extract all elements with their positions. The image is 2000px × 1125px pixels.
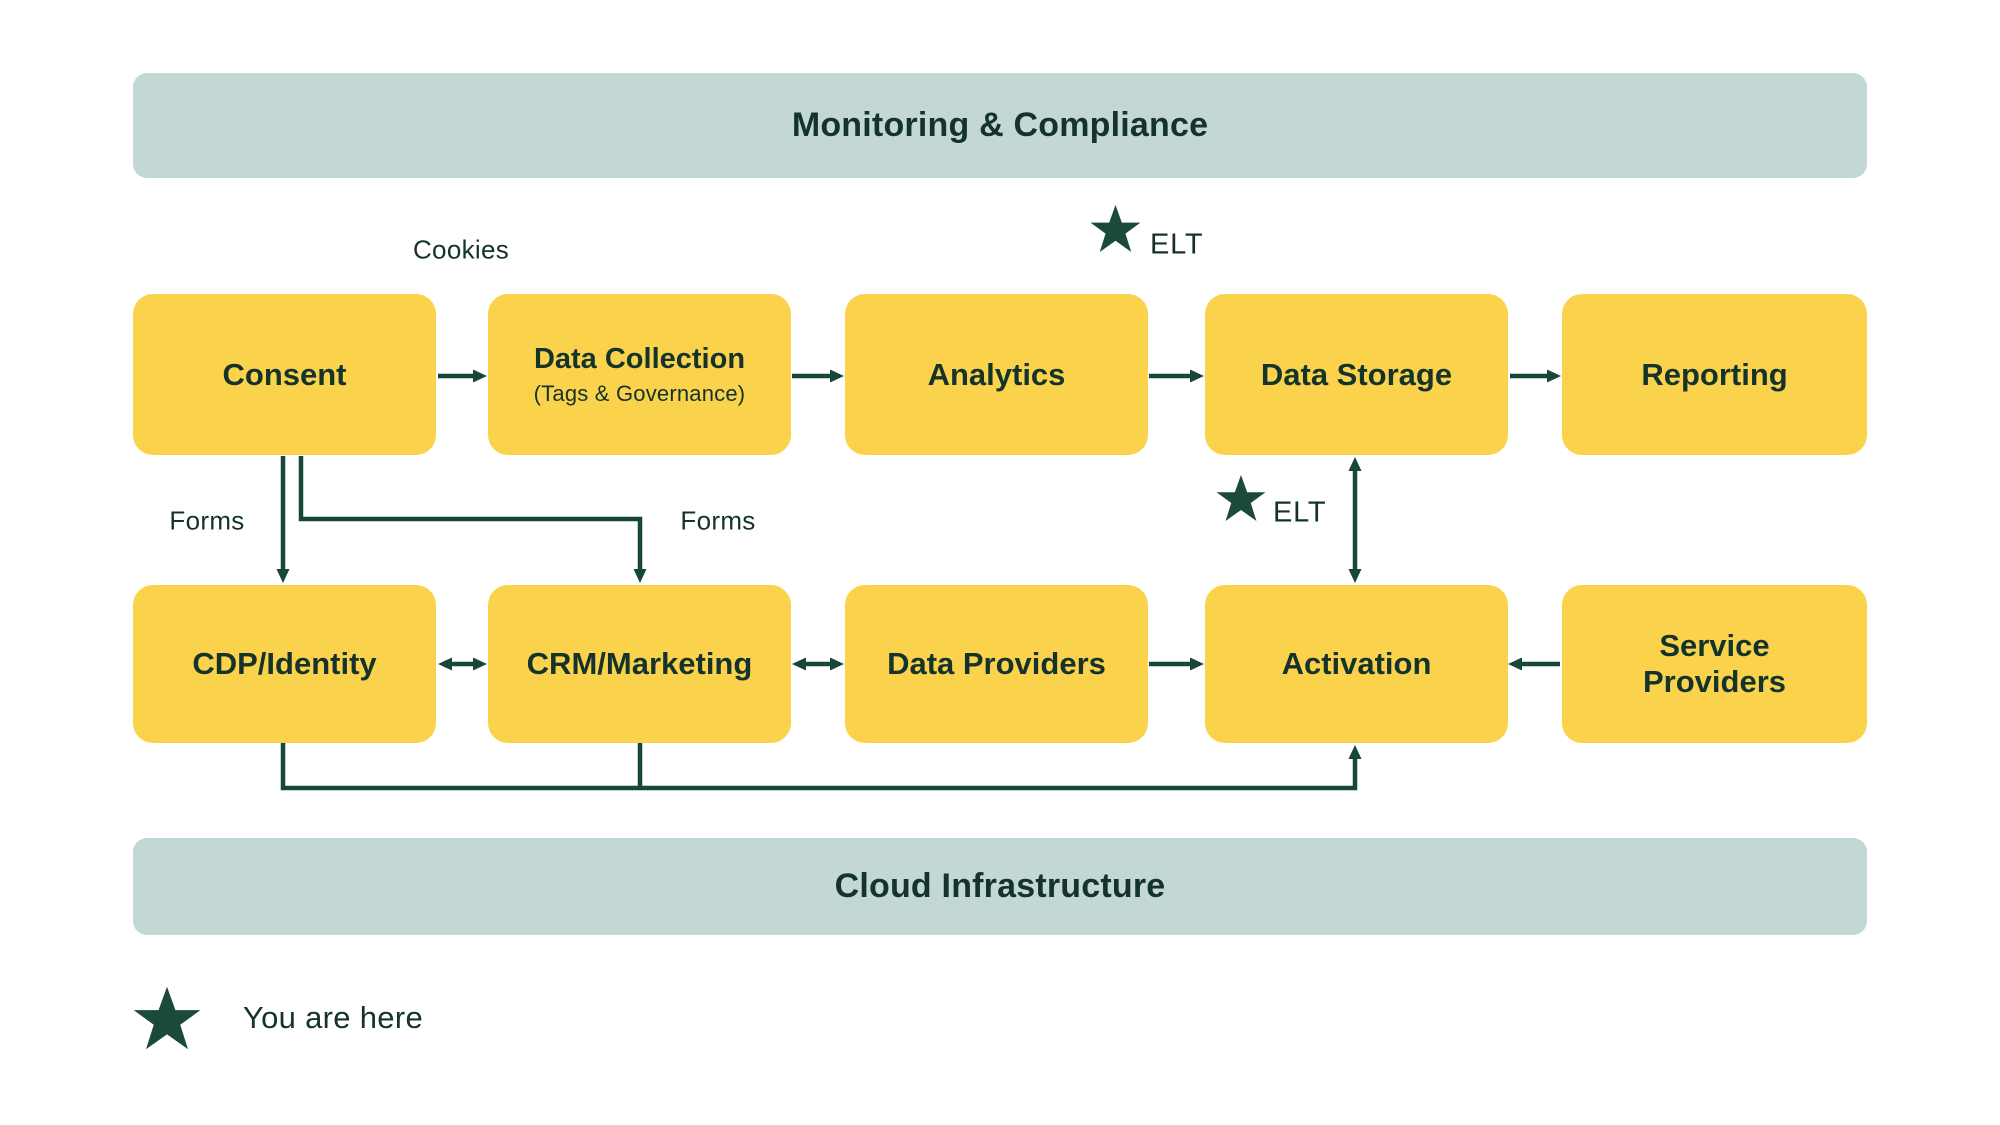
arrow-consent-to-crm-marketing [298, 456, 647, 583]
node-crm-marketing-label: CRM/Marketing [526, 646, 753, 682]
cloud-infrastructure-band: Cloud Infrastructure [133, 838, 1867, 935]
legend: You are here [133, 985, 423, 1051]
node-data-providers: Data Providers [845, 585, 1148, 743]
node-data-providers-label: Data Providers [887, 646, 1106, 682]
node-data-collection-title: Data Collection [533, 343, 746, 376]
node-activation: Activation [1205, 585, 1508, 743]
cloud-infrastructure-label: Cloud Infrastructure [834, 867, 1166, 905]
node-data-collection-subtitle: (Tags & Governance) [533, 380, 746, 406]
node-reporting: Reporting [1562, 294, 1867, 455]
node-cdp-identity: CDP/Identity [133, 585, 436, 743]
monitoring-compliance-band: Monitoring & Compliance [133, 73, 1867, 178]
elt-middle-label: ELT [1273, 496, 1327, 529]
you-are-here-star-icon [133, 985, 201, 1051]
node-data-storage: Data Storage [1205, 294, 1508, 455]
node-service-providers: Service Providers [1562, 585, 1867, 743]
node-data-storage-label: Data Storage [1260, 356, 1453, 392]
node-service-providers-label: Service Providers [1642, 628, 1786, 699]
node-data-collection: Data Collection (Tags & Governance) [488, 294, 791, 455]
forms-right-edge-label: Forms [680, 505, 756, 536]
cookies-edge-label: Cookies [412, 234, 510, 265]
arrow-bottom-bus-to-activation [280, 743, 1362, 791]
node-reporting-label: Reporting [1641, 356, 1788, 392]
node-consent-label: Consent [222, 356, 347, 392]
node-activation-label: Activation [1281, 646, 1432, 682]
node-cdp-identity-label: CDP/Identity [192, 646, 377, 682]
star-icon [1090, 204, 1141, 253]
forms-left-edge-label: Forms [169, 505, 245, 536]
node-consent: Consent [133, 294, 436, 455]
node-analytics: Analytics [845, 294, 1148, 455]
elt-top-label: ELT [1150, 228, 1204, 261]
star-icon [1216, 474, 1266, 522]
monitoring-compliance-label: Monitoring & Compliance [791, 106, 1209, 144]
node-crm-marketing: CRM/Marketing [488, 585, 791, 743]
node-analytics-label: Analytics [927, 356, 1066, 392]
you-are-here-label: You are here [243, 1000, 423, 1035]
